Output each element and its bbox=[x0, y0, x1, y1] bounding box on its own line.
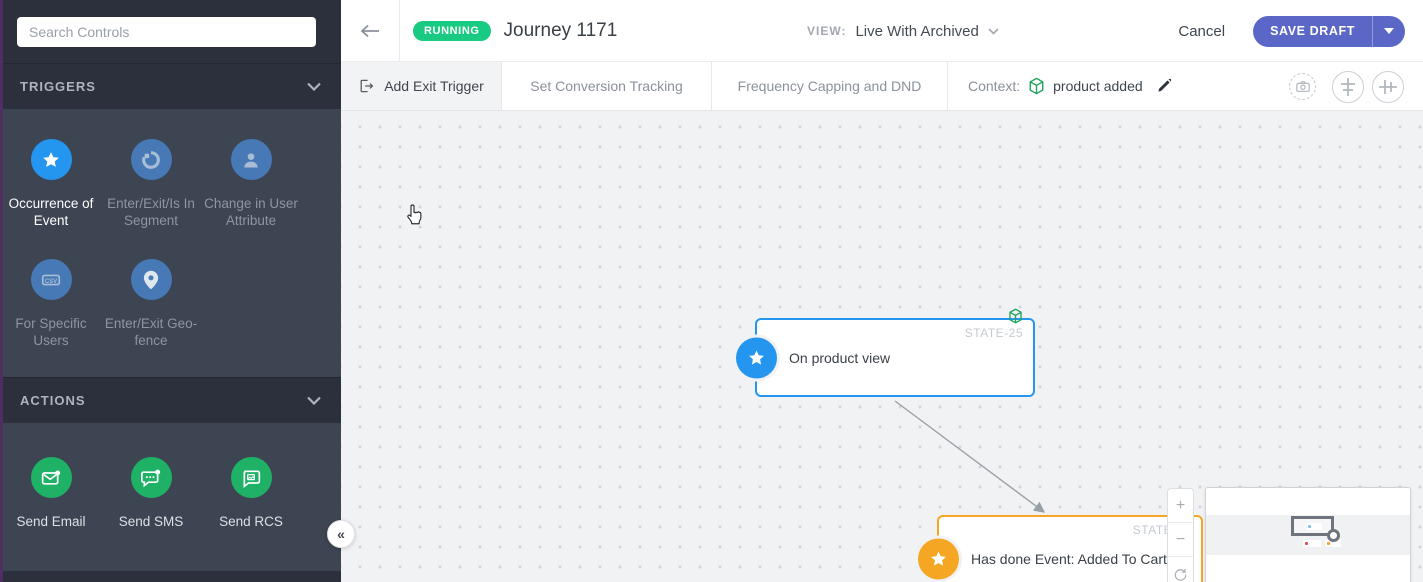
align-vertical-icon bbox=[1341, 78, 1355, 96]
svg-text:CSV: CSV bbox=[45, 278, 57, 284]
edit-context-button[interactable] bbox=[1157, 79, 1171, 93]
trigger-item-label: Change in User Attribute bbox=[204, 196, 298, 228]
search-area bbox=[0, 0, 341, 63]
trigger-enter-exit-segment[interactable]: Enter/Exit/Is In Segment bbox=[101, 139, 201, 229]
sidebar-collapse-button[interactable]: « bbox=[327, 520, 355, 548]
node-state-label: STATE-25 bbox=[964, 326, 1023, 340]
star-icon bbox=[30, 139, 72, 180]
trigger-for-specific-users[interactable]: CSV For Specific Users bbox=[1, 259, 101, 349]
trigger-change-user-attribute[interactable]: Change in User Attribute bbox=[201, 139, 301, 229]
controls-sidebar: TRIGGERS Occurrence of Event Enter/Exit/… bbox=[0, 0, 355, 582]
journey-toolbar: Add Exit Trigger Set Conversion Tracking… bbox=[341, 62, 1423, 111]
star-icon bbox=[918, 538, 959, 580]
align-vertical-button[interactable] bbox=[1332, 71, 1364, 103]
actions-grid: Send Email Send SMS Send RCS bbox=[0, 423, 341, 558]
sidebar-bottom-strip bbox=[0, 571, 341, 582]
set-conversion-tracking-label: Set Conversion Tracking bbox=[530, 78, 683, 94]
reset-icon bbox=[1174, 568, 1187, 581]
caret-down-icon bbox=[1384, 28, 1394, 34]
actions-section-label: ACTIONS bbox=[20, 393, 86, 408]
rcs-icon bbox=[230, 457, 272, 498]
top-bar: RUNNING Journey 1171 VIEW: Live With Arc… bbox=[341, 0, 1423, 62]
node-has-done-event[interactable]: STATE-31 Has done Event: Added To Cart bbox=[918, 515, 1203, 582]
zoom-controls: + − bbox=[1167, 488, 1194, 582]
email-icon bbox=[30, 457, 72, 498]
save-draft-group: SAVE DRAFT bbox=[1253, 15, 1405, 47]
triggers-section-header[interactable]: TRIGGERS bbox=[0, 63, 341, 109]
save-draft-button[interactable]: SAVE DRAFT bbox=[1253, 15, 1372, 47]
page-title: Journey 1171 bbox=[503, 19, 618, 41]
minimap-node bbox=[1307, 523, 1322, 530]
pencil-icon bbox=[1158, 79, 1171, 92]
zoom-reset-button[interactable] bbox=[1168, 557, 1193, 582]
minimap-node bbox=[1303, 540, 1321, 547]
context-cell: Context: product added bbox=[948, 62, 1423, 110]
trigger-enter-exit-geofence[interactable]: Enter/Exit Geo-fence bbox=[101, 259, 201, 349]
node-text: Has done Event: Added To Cart bbox=[971, 551, 1167, 567]
add-exit-trigger-button[interactable]: Add Exit Trigger bbox=[341, 62, 502, 110]
back-button[interactable] bbox=[341, 0, 400, 62]
hand-cursor-icon bbox=[407, 204, 422, 225]
add-exit-trigger-label: Add Exit Trigger bbox=[384, 78, 484, 94]
minimap-resize-handle[interactable] bbox=[1327, 529, 1340, 542]
align-horizontal-icon bbox=[1379, 80, 1397, 94]
triggers-section-label: TRIGGERS bbox=[20, 79, 96, 94]
triggers-grid: Occurrence of Event Enter/Exit/Is In Seg… bbox=[0, 109, 341, 377]
cancel-button[interactable]: Cancel bbox=[1178, 22, 1226, 40]
align-horizontal-button[interactable] bbox=[1372, 71, 1404, 103]
camera-icon bbox=[1295, 81, 1310, 92]
frequency-capping-label: Frequency Capping and DND bbox=[737, 78, 922, 94]
trigger-item-label: Enter/Exit Geo-fence bbox=[104, 316, 198, 348]
status-badge: RUNNING bbox=[413, 20, 491, 41]
view-value: Live With Archived bbox=[855, 22, 979, 40]
csv-icon: CSV bbox=[30, 259, 72, 300]
action-item-label: Send RCS bbox=[219, 514, 283, 529]
search-input[interactable] bbox=[17, 17, 316, 47]
context-cube-icon bbox=[1008, 308, 1023, 329]
segment-icon bbox=[130, 139, 172, 180]
cube-icon bbox=[1029, 77, 1044, 95]
minimap-viewport[interactable] bbox=[1291, 516, 1334, 536]
star-icon bbox=[736, 337, 777, 378]
main-area: RUNNING Journey 1171 VIEW: Live With Arc… bbox=[341, 0, 1423, 582]
trigger-item-label: Enter/Exit/Is In Segment bbox=[107, 196, 195, 228]
user-icon bbox=[230, 139, 272, 180]
context-label: Context: bbox=[968, 78, 1021, 94]
arrow-left-icon bbox=[360, 24, 379, 37]
zoom-out-button[interactable]: − bbox=[1168, 523, 1193, 557]
minimap[interactable] bbox=[1205, 487, 1411, 582]
view-label: VIEW: bbox=[807, 24, 847, 38]
trigger-item-label: Occurrence of Event bbox=[8, 196, 94, 228]
frequency-capping-button[interactable]: Frequency Capping and DND bbox=[712, 62, 948, 110]
topbar-actions: Cancel SAVE DRAFT bbox=[1178, 0, 1405, 62]
context-value: product added bbox=[1053, 78, 1143, 94]
actions-section-header[interactable]: ACTIONS bbox=[0, 377, 341, 423]
location-pin-icon bbox=[130, 259, 172, 300]
zoom-in-button[interactable]: + bbox=[1168, 489, 1193, 523]
action-item-label: Send Email bbox=[16, 514, 86, 529]
save-draft-caret-button[interactable] bbox=[1372, 15, 1405, 47]
chevron-down-icon bbox=[307, 396, 321, 405]
action-send-email[interactable]: Send Email bbox=[1, 457, 101, 530]
chevron-down-icon bbox=[307, 82, 321, 91]
sidebar-accent-strip bbox=[0, 0, 3, 582]
minimap-node bbox=[1325, 540, 1341, 547]
set-conversion-tracking-button[interactable]: Set Conversion Tracking bbox=[502, 62, 712, 110]
action-send-sms[interactable]: Send SMS bbox=[101, 457, 201, 530]
node-on-product-view[interactable]: STATE-25 On product view bbox=[736, 308, 1035, 397]
sms-icon bbox=[130, 457, 172, 498]
trigger-item-label: For Specific Users bbox=[15, 316, 87, 348]
trigger-occurrence-of-event[interactable]: Occurrence of Event bbox=[1, 139, 101, 229]
exit-trigger-icon bbox=[360, 79, 374, 93]
snapshot-button[interactable] bbox=[1289, 73, 1316, 100]
node-text: On product view bbox=[789, 349, 891, 366]
view-dropdown[interactable]: VIEW: Live With Archived bbox=[807, 0, 999, 62]
action-send-rcs[interactable]: Send RCS bbox=[201, 457, 301, 530]
action-item-label: Send SMS bbox=[118, 514, 184, 529]
chevron-down-icon bbox=[988, 27, 999, 35]
journey-canvas[interactable]: STATE-25 On product view STATE-31 Has do… bbox=[341, 111, 1423, 582]
